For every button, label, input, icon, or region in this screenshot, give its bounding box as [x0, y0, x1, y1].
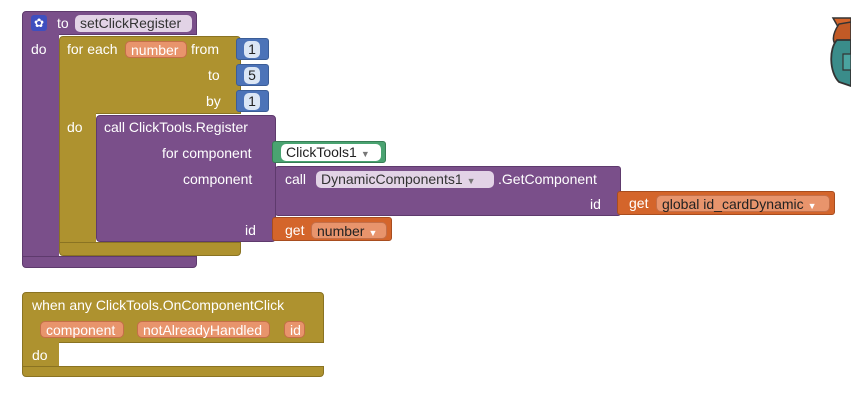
number-variable-value: number [317, 223, 365, 239]
to-number-block[interactable]: 5 [236, 64, 269, 86]
number-variable-dropdown[interactable]: number▼ [311, 222, 387, 239]
for-each-footer [59, 242, 241, 256]
call-register-title: call ClickTools.Register [104, 119, 248, 135]
dynamic-components-value: DynamicComponents1 [321, 171, 463, 187]
by-number-field[interactable]: 1 [244, 93, 260, 110]
loop-do-label: do [67, 119, 83, 135]
global-variable-value: global id_cardDynamic [662, 196, 804, 212]
procedure-to-label: to [57, 15, 69, 31]
procedure-name-field[interactable]: setClickRegister [75, 15, 192, 32]
get-number-label: get [285, 222, 305, 238]
event-footer [22, 366, 324, 377]
event-do-label: do [32, 347, 48, 363]
to-number-field[interactable]: 5 [244, 67, 260, 84]
clicktools-dropdown[interactable]: ClickTools1▼ [281, 144, 381, 161]
dropdown-arrow-icon: ▼ [807, 201, 817, 211]
procedure-footer [22, 256, 197, 268]
event-param-not-already-handled[interactable]: notAlreadyHandled [137, 321, 270, 338]
clicktools-value: ClickTools1 [286, 144, 357, 160]
procedure-spine [22, 34, 59, 260]
event-param-component[interactable]: component [40, 321, 124, 338]
dropdown-arrow-icon: ▼ [368, 228, 378, 238]
dropdown-arrow-icon: ▼ [466, 176, 476, 186]
to-label: to [208, 67, 220, 83]
get-component-id-label: id [590, 196, 601, 212]
from-number-block[interactable]: 1 [236, 38, 269, 60]
loop-variable-field[interactable]: number [125, 41, 187, 58]
get-global-block[interactable]: get global id_cardDynamic▼ [617, 191, 835, 215]
component-label: component [183, 171, 253, 187]
event-param-id[interactable]: id [284, 321, 305, 338]
by-label: by [206, 93, 221, 109]
dropdown-arrow-icon: ▼ [360, 149, 370, 159]
event-spine [22, 342, 59, 366]
get-component-method: .GetComponent [498, 171, 597, 187]
procedure-do-label: do [31, 41, 47, 57]
global-variable-dropdown[interactable]: global id_cardDynamic▼ [656, 195, 830, 212]
gear-icon[interactable]: ✿ [31, 15, 47, 31]
from-label: from [191, 41, 219, 57]
by-number-block[interactable]: 1 [236, 90, 269, 112]
for-each-label: for each [67, 41, 118, 57]
get-component-call-label: call [285, 171, 307, 187]
from-number-field[interactable]: 1 [244, 41, 260, 58]
get-global-label: get [629, 195, 649, 211]
for-each-spine [59, 113, 96, 248]
event-title: when any ClickTools.OnComponentClick [32, 297, 285, 313]
clicktools-component-block[interactable]: ClickTools1▼ [272, 141, 386, 163]
id-label: id [245, 222, 256, 238]
dynamic-components-dropdown[interactable]: DynamicComponents1▼ [316, 171, 494, 188]
get-number-block[interactable]: get number▼ [272, 217, 392, 241]
call-register-body[interactable] [96, 115, 276, 242]
for-component-label: for component [162, 145, 252, 161]
